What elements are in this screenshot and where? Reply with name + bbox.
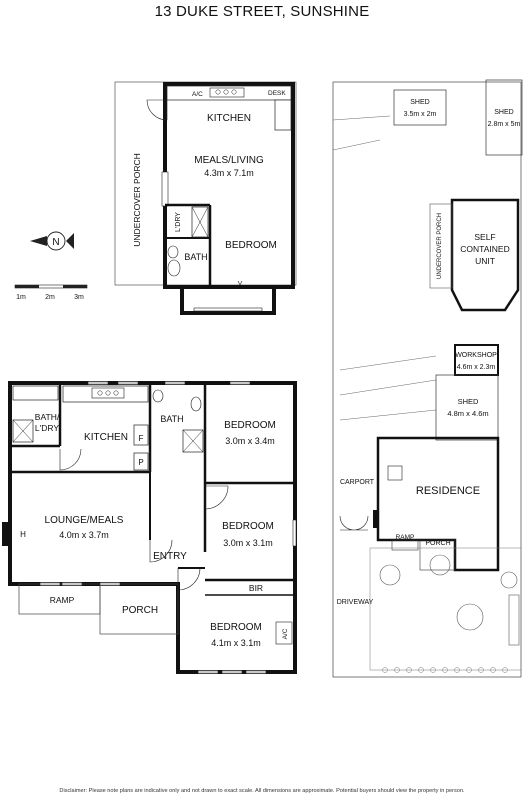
house-ac-label: A/C [282,628,289,639]
house-plan: BATH/ L'DRY KITCHEN F P BATH BEDROOM 3.0… [2,381,297,674]
site-shed1-size: 3.5m x 2m [404,111,437,118]
site-unit-label-1: SELF [474,232,495,242]
house-bedroom1-label: BEDROOM [224,420,276,431]
unit-bath-label: BATH [184,252,207,262]
house-bath-laundry-label-2: L'DRY [35,423,59,433]
site-unit-label-3: UNIT [475,256,495,266]
unit-desk [274,99,292,131]
site-residence-label: RESIDENCE [416,485,480,497]
site-garden-circle-4 [500,571,518,589]
house-ramp-label: RAMP [50,595,75,605]
house-bath-laundry-label: BATH/ [35,412,60,422]
site-porch-label: PORCH [425,540,450,547]
unit-sink [209,87,245,98]
site-unit-label-2: CONTAINED [460,244,509,254]
house-bedroom3-size: 4.1m x 3.1m [211,638,261,648]
unit-bay-glass [193,307,263,312]
house-porch-label: PORCH [122,605,158,616]
unit-meals-size: 4.3m x 7.1m [204,168,254,178]
house-pantry-label: P [138,458,143,467]
north-label: N [52,237,59,248]
disclaimer: Disclaimer: Please note plans are indica… [59,788,465,794]
house-bedroom1-size: 3.0m x 3.4m [225,436,275,446]
house-bedroom3-label: BEDROOM [210,622,262,633]
site-workshop-label: WORKSHOP [455,352,497,359]
site-unit-porch [429,203,453,289]
house-entry-label: ENTRY [153,551,187,562]
unit-kitchen-label: KITCHEN [207,113,251,124]
house-bir-label: BIR [249,583,263,593]
site-unit-porch-label: UNDERCOVER PORCH [437,213,443,279]
unit-sliding-door [161,171,169,207]
house-kitchen-label: KITCHEN [84,432,128,443]
site-shed3 [435,374,499,441]
house-bedroom2-label: BEDROOM [222,521,274,532]
house-bath-label: BATH [160,414,183,424]
scale-bar: 1m 2m 3m [14,284,88,301]
house-heater-label: H [20,530,26,539]
site-shed1 [393,89,447,126]
site-workshop-size: 4.6m x 2.3m [457,364,496,371]
unit-basin [167,245,179,259]
site-carport-label: CARPORT [340,479,375,486]
house-lounge-label: LOUNGE/MEALS [45,515,124,526]
scale-label-1: 1m [16,294,26,301]
unit-porch-label: UNDERCOVER PORCH [132,153,142,247]
site-unit-outline [450,198,520,312]
scale-label-2: 2m [45,294,55,301]
site-garden-circle-2 [429,554,451,576]
unit-laundry-label: L'DRY [175,212,182,232]
house-outer-wall [8,381,297,674]
scale-label-3: 3m [74,294,84,301]
site-ramp-label: RAMP [396,534,415,541]
house-lounge-size: 4.0m x 3.7m [59,530,109,540]
site-shed3-size: 4.8m x 4.6m [447,409,488,418]
site-garden-circle-1 [379,564,401,586]
house-porch [99,583,179,635]
site-shed2-label: SHED [494,109,513,116]
site-shed2-size: 2.8m x 5m [488,121,521,128]
unit-desk-label: DESK [268,90,286,97]
site-garden-circle-3 [456,603,484,631]
unit-plan: UNDERCOVER PORCH A/C DESK KITCHEN MEALS/… [114,81,297,315]
unit-ac-label: A/C [192,91,203,98]
north-arrow: N [30,231,74,251]
site-driveway-label: DRIVEWAY [337,599,374,606]
house-bedroom2-size: 3.0m x 3.1m [223,538,273,548]
site-shed2 [485,79,523,156]
unit-bedroom-label: BEDROOM [225,240,277,251]
unit-door-swing [146,99,168,121]
site-shed3-label: SHED [458,397,479,406]
site-plan: SHED 3.5m x 2m SHED 2.8m x 5m UNDERCOVER… [332,79,523,678]
unit-toilet [167,259,181,277]
unit-meals-label: MEALS/LIVING [194,155,264,166]
site-shed1-label: SHED [410,99,429,106]
page-title: 13 DUKE STREET, SUNSHINE [154,3,370,20]
house-fridge-label: F [139,434,144,443]
site-boundary [332,81,522,678]
